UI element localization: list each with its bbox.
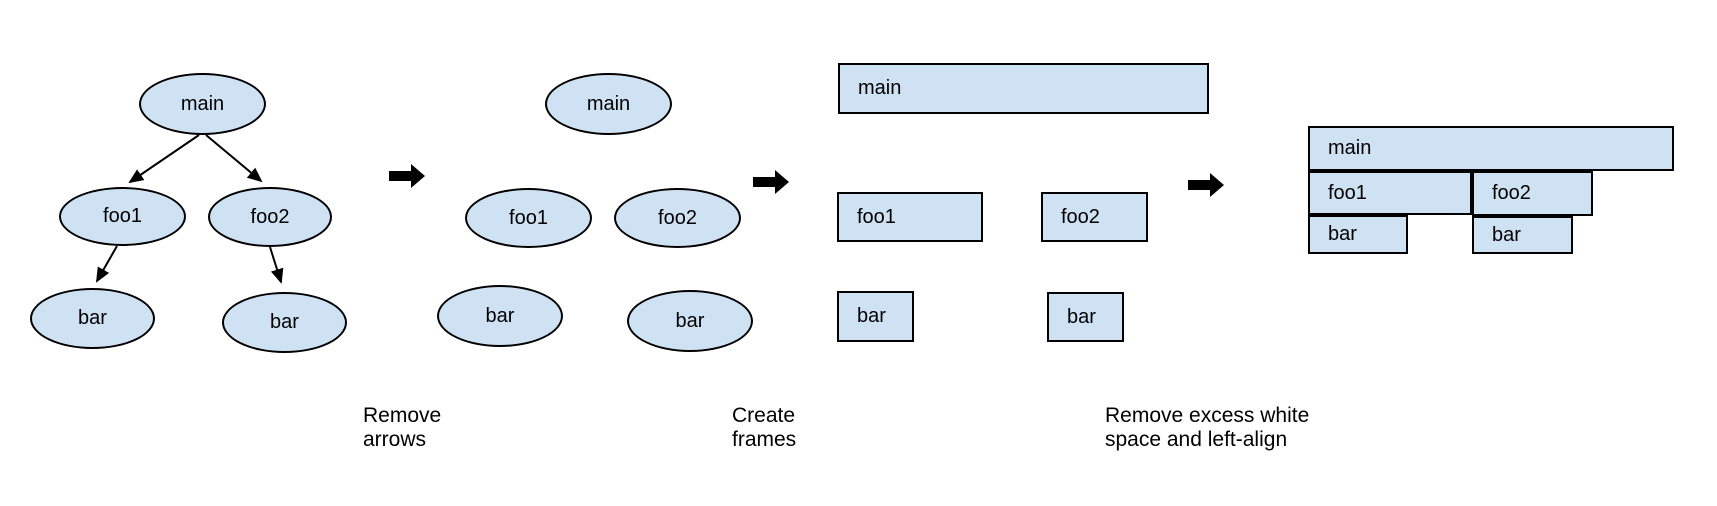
noarrows-node-main: main: [545, 73, 672, 135]
step2-arrow-icon: [753, 170, 789, 194]
flamegraph-frame-main: main: [1308, 126, 1674, 171]
step1-caption: Remove arrows: [363, 404, 442, 451]
noarrows-node-bar-left: bar: [437, 285, 563, 347]
edge-foo2-to-bar-arrow: [269, 246, 284, 284]
step2-caption: Create frames: [732, 404, 797, 451]
flamegraph-frame-foo2: foo2: [1472, 171, 1593, 216]
flamegraph-frame-bar-right: bar: [1472, 216, 1573, 254]
tree-node-foo2: foo2: [208, 187, 332, 247]
flamegraph-frame-bar-left: bar: [1308, 215, 1408, 254]
noarrows-node-foo2: foo2: [614, 188, 741, 248]
tree-node-bar-right: bar: [222, 292, 347, 353]
frames-node-bar-left: bar: [837, 291, 914, 342]
edge-main-to-foo2-arrow: [205, 134, 263, 183]
tree-node-foo1: foo1: [59, 187, 186, 246]
step3-caption: Remove excess white space and left-align: [1105, 404, 1310, 451]
step3-arrow-icon: [1188, 173, 1224, 197]
step1-arrow-icon: [389, 164, 425, 188]
edge-main-to-foo1-arrow: [128, 134, 200, 184]
frames-node-main: main: [838, 63, 1209, 114]
tree-node-main: main: [139, 73, 266, 135]
frames-node-bar-right: bar: [1047, 292, 1124, 342]
flamegraph-frame-foo1: foo1: [1308, 171, 1472, 215]
noarrows-node-foo1: foo1: [465, 188, 592, 248]
frames-node-foo1: foo1: [837, 192, 983, 242]
tree-node-bar-left: bar: [30, 288, 155, 349]
frames-node-foo2: foo2: [1041, 192, 1148, 242]
edge-foo1-to-bar-arrow: [96, 245, 118, 283]
noarrows-node-bar-right: bar: [627, 290, 753, 352]
